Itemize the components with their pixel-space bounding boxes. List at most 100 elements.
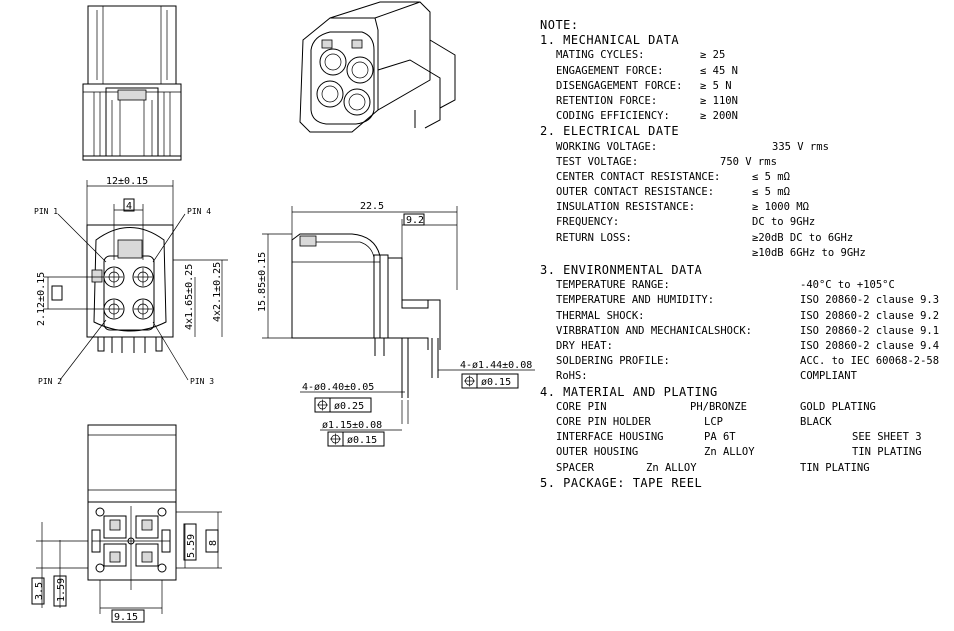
dim-height-2-12: 2.12±0.15 bbox=[36, 272, 47, 326]
dim-hole-115: ø1.15±0.08 bbox=[322, 420, 382, 431]
env-row: TEMPERATURE RANGE: -40°C to +105°C bbox=[540, 278, 954, 293]
env-val: ISO 20860-2 clause 9.4 bbox=[800, 340, 940, 352]
elec-row: ≥10dB 6GHz to 9GHz bbox=[540, 246, 954, 261]
env-key: RoHS: bbox=[556, 370, 588, 383]
mat-row: CORE PIN HOLDER LCP BLACK bbox=[540, 415, 954, 430]
mech-row: CODING EFFICIENCY:≥ 200N bbox=[540, 109, 954, 124]
elec-key: RETURN LOSS: bbox=[556, 231, 632, 244]
dim-hole-4x040: 4-ø0.40±0.05 bbox=[302, 382, 374, 393]
dim-length-92: 9.2 bbox=[406, 215, 424, 226]
mech-val: ≥ 5 N bbox=[700, 79, 732, 92]
elec-row: TEST VOLTAGE: 750 V rms bbox=[540, 155, 954, 170]
elec-key: INSULATION RESISTANCE: bbox=[556, 201, 696, 214]
pin-3-label: PIN 3 bbox=[190, 377, 214, 386]
mech-row: MATING CYCLES: ≥ 25 bbox=[540, 48, 954, 63]
env-val: ACC. to IEC 60068-2-58 bbox=[800, 355, 940, 368]
pin-1-label: PIN 1 bbox=[34, 207, 58, 216]
env-row: DRY HEAT: ISO 20860-2 clause 9.4 bbox=[540, 339, 954, 354]
dim-hole-4x144: 4-ø1.44±0.08 bbox=[460, 360, 532, 371]
dim-width-top: 12±0.15 bbox=[106, 176, 148, 187]
top-view bbox=[82, 5, 182, 161]
dim-35: 3.5 bbox=[34, 582, 45, 600]
mat-part: SPACER bbox=[556, 461, 594, 474]
mech-row: RETENTION FORCE: ≥ 110N bbox=[540, 94, 954, 109]
mat-material: Zn ALLOY bbox=[704, 446, 755, 459]
elec-val: 335 V rms bbox=[772, 140, 829, 153]
mech-val: ≥ 110N bbox=[700, 94, 738, 107]
mat-material: PH/BRONZE bbox=[690, 400, 747, 413]
mech-row: DISENGAGEMENT FORCE:≥ 5 N bbox=[540, 79, 954, 94]
elec-row: OUTER CONTACT RESISTANCE:≤ 5 mΩ bbox=[540, 185, 954, 200]
env-key: DRY HEAT: bbox=[556, 340, 613, 352]
elec-key: WORKING VOLTAGE: bbox=[556, 140, 658, 153]
mat-part: OUTER HOUSING bbox=[556, 446, 639, 459]
mat-plating: GOLD PLATING bbox=[800, 400, 876, 413]
elec-val: ≥20dB DC to 6GHz bbox=[752, 231, 854, 244]
env-key: TEMPERATURE RANGE: bbox=[556, 279, 670, 292]
elec-row: WORKING VOLTAGE: 335 V rms bbox=[540, 140, 954, 155]
notes-title: NOTE: bbox=[540, 18, 579, 32]
dim-tol-025: ø0.25 bbox=[334, 401, 364, 412]
mat-part: CORE PIN bbox=[556, 400, 607, 413]
section-package-title: 5. PACKAGE: TAPE REEL bbox=[540, 475, 703, 490]
dim-pin-4x165: 4x1.65±0.25 bbox=[184, 264, 195, 330]
mech-val: ≤ 45 N bbox=[700, 64, 738, 77]
env-row: SOLDERING PROFILE:ACC. to IEC 60068-2-58 bbox=[540, 354, 954, 369]
elec-row: FREQUENCY:DC to 9GHz bbox=[540, 215, 954, 230]
dim-159: 1.59 bbox=[56, 578, 67, 602]
dim-tol-015a: ø0.15 bbox=[481, 377, 511, 388]
elec-row: RETURN LOSS: ≥20dB DC to 6GHz bbox=[540, 231, 954, 246]
env-row: VIRBRATION AND MECHANICALSHOCK: ISO 20860… bbox=[540, 324, 954, 339]
env-key: TEMPERATURE AND HUMIDITY: bbox=[556, 294, 715, 307]
elec-row: CENTER CONTACT RESISTANCE:≤ 5 mΩ bbox=[540, 170, 954, 185]
mat-part: CORE PIN HOLDER bbox=[556, 415, 651, 428]
mech-val: ≥ 25 bbox=[700, 49, 726, 62]
mat-part: INTERFACE HOUSING bbox=[556, 431, 664, 444]
dim-height-1585: 15.85±0.15 bbox=[257, 252, 268, 312]
mech-key: ENGAGEMENT FORCE: bbox=[556, 64, 664, 77]
mat-row: CORE PIN PH/BRONZE GOLD PLATING bbox=[540, 400, 954, 415]
env-val: -40°C to +105°C bbox=[800, 279, 895, 292]
env-val: COMPLIANT bbox=[800, 370, 857, 383]
section-mechanical-title: 1. MECHANICAL DATA bbox=[540, 33, 680, 48]
mat-material: LCP bbox=[704, 415, 723, 428]
dim-559: 5.59 bbox=[186, 534, 197, 558]
mat-plating: SEE SHEET 3 bbox=[852, 431, 922, 444]
dim-915: 9.15 bbox=[114, 612, 138, 623]
elec-val: 750 V rms bbox=[720, 155, 777, 168]
elec-key: FREQUENCY: bbox=[556, 216, 620, 229]
env-val: ISO 20860-2 clause 9.2 bbox=[800, 309, 940, 322]
mat-plating: BLACK bbox=[800, 415, 832, 428]
front-view bbox=[44, 180, 228, 381]
mat-row: OUTER HOUSING Zn ALLOY TIN PLATING bbox=[540, 445, 954, 460]
section-material-title: 4. MATERIAL AND PLATING bbox=[540, 384, 718, 399]
dim-pin-4x21: 4x2.1±0.25 bbox=[212, 262, 223, 322]
mat-plating: TIN PLATING bbox=[852, 446, 922, 459]
dim-length-225: 22.5 bbox=[360, 201, 384, 212]
elec-key: TEST VOLTAGE: bbox=[556, 155, 639, 168]
notes-panel: NOTE: 1. MECHANICAL DATA MATING CYCLES: ≥… bbox=[540, 18, 954, 491]
mech-key: RETENTION FORCE: bbox=[556, 94, 658, 107]
dim-tol-015b: ø0.15 bbox=[347, 435, 377, 446]
env-val: ISO 20860-2 clause 9.3 bbox=[800, 294, 940, 307]
elec-row: INSULATION RESISTANCE: ≥ 1000 MΩ bbox=[540, 200, 954, 215]
side-view bbox=[262, 206, 535, 447]
mech-row: ENGAGEMENT FORCE: ≤ 45 N bbox=[540, 64, 954, 79]
env-row: TEMPERATURE AND HUMIDITY: ISO 20860-2 cla… bbox=[540, 293, 954, 308]
elec-key: OUTER CONTACT RESISTANCE: bbox=[556, 186, 715, 199]
env-key: VIRBRATION AND MECHANICALSHOCK: bbox=[556, 324, 752, 337]
dim-8: 8 bbox=[208, 540, 219, 546]
env-val: ISO 20860-2 clause 9.1 bbox=[800, 324, 940, 337]
pin-4-label: PIN 4 bbox=[187, 207, 211, 216]
env-row: THERMAL SHOCK:ISO 20860-2 clause 9.2 bbox=[540, 309, 954, 324]
elec-val: ≥ 1000 MΩ bbox=[752, 201, 809, 214]
pin-2-label: PIN 2 bbox=[38, 377, 62, 386]
elec-key: CENTER CONTACT RESISTANCE: bbox=[556, 170, 721, 183]
mech-key: MATING CYCLES: bbox=[556, 49, 645, 62]
mat-plating: TIN PLATING bbox=[800, 461, 870, 474]
section-environmental-title: 3. ENVIRONMENTAL DATA bbox=[540, 263, 703, 278]
section-electrical-title: 2. ELECTRICAL DATE bbox=[540, 124, 680, 139]
